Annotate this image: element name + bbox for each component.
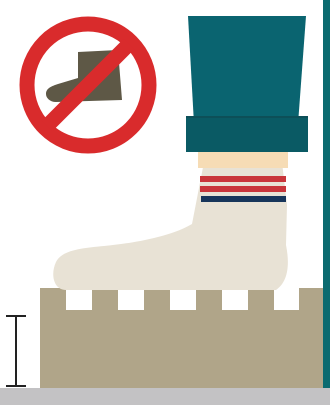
step-platform [40,288,323,388]
height-measure-icon [6,316,26,386]
trouser-leg [186,16,308,152]
right-border [323,0,330,405]
floor [0,388,330,405]
no-shoes-prohibition-icon [27,24,149,146]
sock-foot [53,146,288,290]
